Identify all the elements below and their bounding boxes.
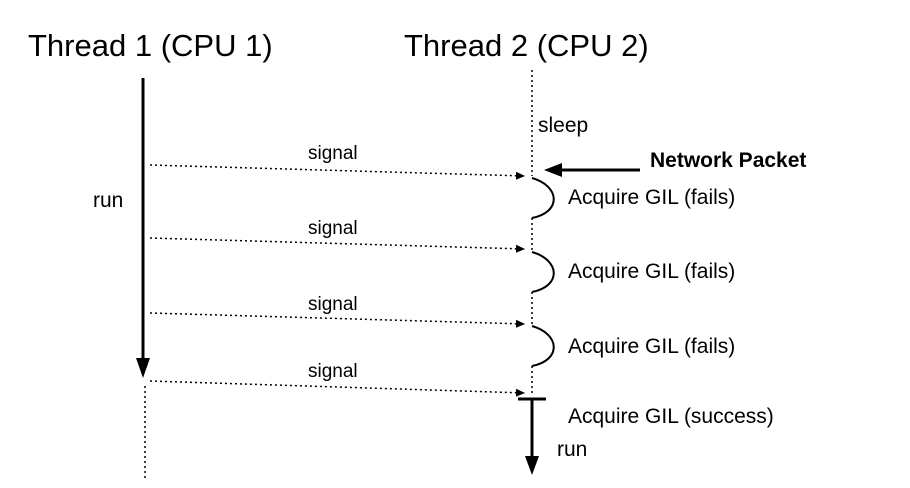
thread1-run-arrowhead: [136, 358, 150, 378]
network-packet-arrowhead: [544, 163, 562, 177]
thread2-run-arrowhead: [525, 456, 539, 475]
signal-label-1: signal: [308, 143, 358, 164]
signal-label-4: signal: [308, 361, 358, 382]
signal-label-3: signal: [308, 294, 358, 315]
network-packet-label: Network Packet: [650, 149, 807, 172]
acquire-attempt-label-2: Acquire GIL (fails): [568, 260, 736, 283]
acquire-attempt-label-1: Acquire GIL (fails): [568, 186, 736, 209]
acquire-attempt-curve-1: [531, 177, 555, 219]
signal-arrow-1: [149, 164, 526, 180]
acquire-success-label: Acquire GIL (success): [568, 405, 774, 428]
thread2-sleep-label: sleep: [538, 114, 589, 137]
thread2-run-label: run: [557, 438, 588, 461]
acquire-attempt-curve-2: [531, 251, 555, 293]
thread2-title: Thread 2 (CPU 2): [404, 28, 649, 63]
signal-label-2: signal: [308, 218, 358, 239]
acquire-attempt-curve-3: [531, 325, 555, 367]
acquire-attempt-label-3: Acquire GIL (fails): [568, 335, 736, 358]
thread1-title: Thread 1 (CPU 1): [28, 28, 273, 63]
thread1-run-label: run: [93, 189, 124, 212]
